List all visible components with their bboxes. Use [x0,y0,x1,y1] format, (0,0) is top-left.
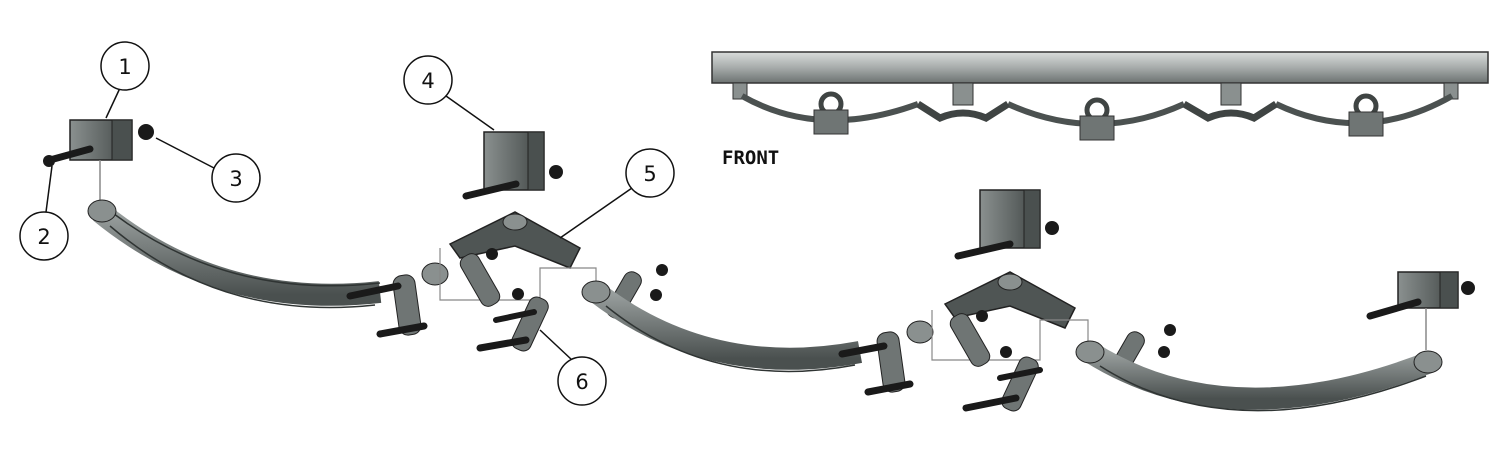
front-view-hanger [952,82,974,106]
svg-text:3: 3 [229,167,242,191]
callout-2: 2 [19,165,69,261]
front-view-u-bolt [1079,97,1115,141]
rear-center-hanger [954,189,1059,260]
leaf-spring-1 [87,199,382,309]
leaf-spring-3 [1075,340,1443,412]
svg-text:4: 4 [421,69,434,93]
callout-5: 5 [559,148,675,239]
leaf-spring-2 [581,280,863,373]
front-hanger-nut [138,124,154,140]
front-hanger-bolt [43,145,94,167]
shackle-link [346,262,449,338]
callout-4: 4 [403,55,495,131]
center-hanger [462,131,563,200]
callout-6: 6 [539,329,607,406]
front-view-equalizer [1182,100,1278,122]
frame-beam [711,51,1489,84]
callout-3: 3 [155,137,261,203]
rear-hanger [1366,271,1475,350]
front-hanger [69,119,133,200]
svg-text:1: 1 [118,55,131,79]
equalizer-1 [439,211,597,301]
front-view-hanger [1220,82,1242,106]
callout-1: 1 [100,41,150,119]
shackle-link [838,320,934,396]
front-view-u-bolt [813,91,849,135]
svg-text:5: 5 [643,162,656,186]
front-view-equalizer [916,101,1010,122]
svg-text:2: 2 [37,225,50,249]
front-view-label: FRONT [722,147,779,169]
front-view-u-bolt [1348,93,1384,137]
front-view-assembly [711,51,1489,141]
svg-text:6: 6 [575,370,588,394]
